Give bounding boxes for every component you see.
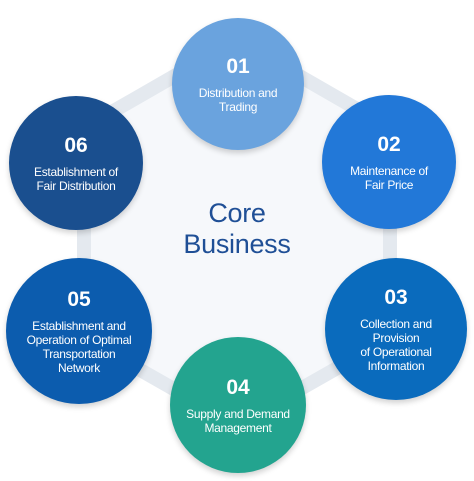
node-03-collection-and-provision: 03 Collection and Provision of Operation…	[325, 258, 467, 400]
node-label: Collection and Provision of Operational …	[360, 316, 432, 373]
center-title: Core Business	[137, 198, 337, 260]
node-label: Maintenance of Fair Price	[350, 163, 428, 192]
node-04-supply-and-demand-management: 04 Supply and Demand Management	[170, 337, 306, 473]
node-number: 05	[67, 287, 91, 311]
node-number: 03	[384, 285, 408, 309]
node-label: Establishment and Operation of Optimal T…	[26, 318, 132, 375]
node-06-establishment-of-fair-distribution: 06 Establishment of Fair Distribution	[9, 96, 143, 230]
node-01-distribution-and-trading: 01 Distribution and Trading	[172, 18, 304, 150]
node-label: Distribution and Trading	[198, 85, 278, 114]
center-title-line-1: Core	[208, 198, 266, 228]
center-title-line-2: Business	[183, 229, 291, 259]
node-05-optimal-transportation-network: 05 Establishment and Operation of Optima…	[6, 258, 152, 404]
node-number: 04	[226, 375, 250, 399]
node-number: 02	[377, 132, 401, 156]
node-02-maintenance-of-fair-price: 02 Maintenance of Fair Price	[322, 95, 456, 229]
node-label: Establishment of Fair Distribution	[34, 164, 118, 193]
node-number: 01	[226, 54, 250, 78]
node-number: 06	[64, 133, 88, 157]
node-label: Supply and Demand Management	[186, 406, 290, 435]
